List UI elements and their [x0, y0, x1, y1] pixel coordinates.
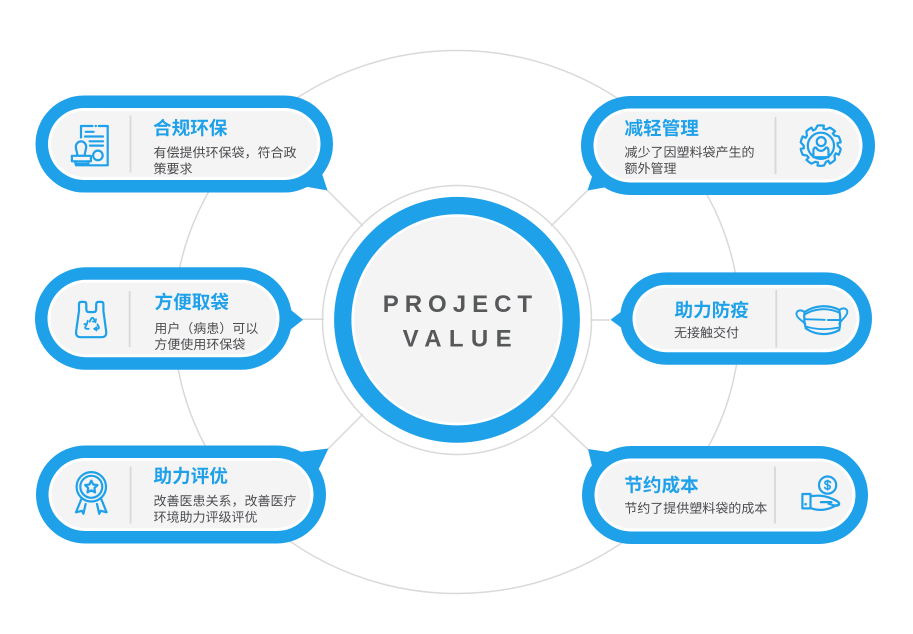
- svg-text:VALUE: VALUE: [403, 325, 519, 352]
- svg-text:PROJECT: PROJECT: [383, 291, 538, 318]
